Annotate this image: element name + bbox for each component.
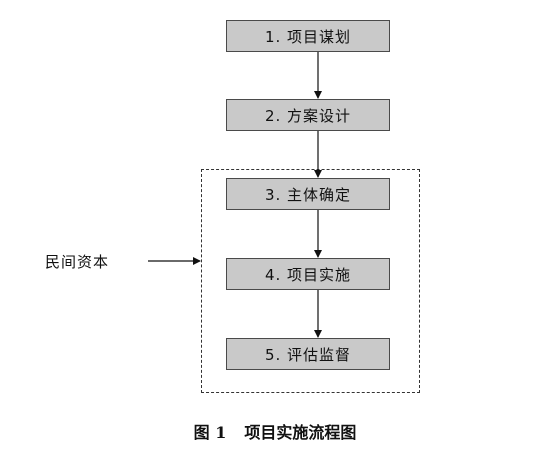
step-box-5: 5. 评估监督	[226, 338, 390, 370]
step-box-4: 4. 项目实施	[226, 258, 390, 290]
dashed-group-frame	[201, 169, 420, 393]
figure-caption: 图 1 项目实施流程图	[0, 419, 550, 443]
side-input-label: 民间资本	[45, 253, 110, 271]
step-box-2: 2. 方案设计	[226, 99, 390, 131]
step-box-3: 3. 主体确定	[226, 178, 390, 210]
step-box-1: 1. 项目谋划	[226, 20, 390, 52]
figure-number: 图 1	[193, 423, 227, 442]
figure-title: 项目实施流程图	[244, 423, 357, 442]
